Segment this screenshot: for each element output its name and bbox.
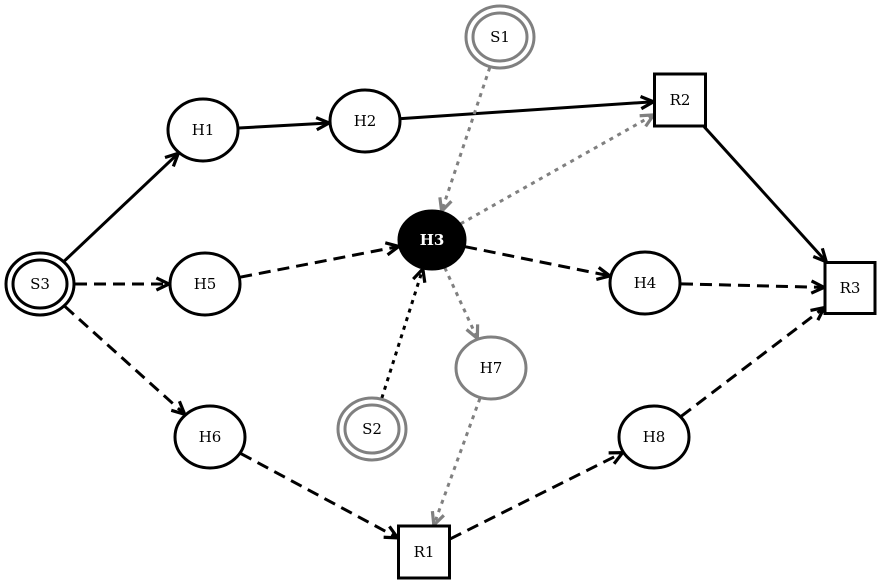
node-inner-ring — [471, 11, 529, 63]
edge-line — [63, 152, 180, 263]
node-h6[interactable]: H6 — [173, 404, 247, 470]
node-label: R1 — [414, 543, 435, 561]
node-label: S3 — [30, 275, 50, 293]
node-h2[interactable]: H2 — [328, 88, 402, 154]
arrowhead-icon — [170, 400, 188, 417]
node-ellipse — [166, 97, 240, 163]
edge-line — [703, 125, 828, 263]
edge-r2-r3 — [703, 125, 829, 265]
node-s2[interactable]: S2 — [336, 396, 408, 462]
node-box — [397, 524, 451, 580]
node-r1[interactable]: R1 — [397, 524, 451, 580]
edge-h3-h7 — [443, 267, 480, 342]
node-label: S2 — [362, 420, 382, 438]
arrowhead-icon — [430, 510, 445, 529]
node-inner-ring — [343, 403, 401, 455]
edge-s3-h5 — [75, 276, 173, 292]
node-ellipse — [328, 88, 402, 154]
node-label: S1 — [490, 28, 510, 46]
node-label: R3 — [840, 279, 861, 297]
node-label: H1 — [192, 121, 215, 139]
edge-s1-h3 — [438, 67, 492, 215]
arrowhead-icon — [438, 197, 453, 215]
node-label: R2 — [670, 91, 691, 109]
edge-line — [380, 268, 425, 399]
edge-s3-h6 — [63, 305, 188, 417]
edge-h3-r2 — [459, 113, 657, 226]
node-label: H5 — [194, 275, 217, 293]
node-label: H8 — [643, 428, 666, 446]
edge-h1-h2 — [238, 116, 333, 132]
edge-line — [443, 267, 479, 340]
node-label: H7 — [480, 359, 503, 377]
node-label: H3 — [420, 231, 445, 249]
node-h3[interactable]: H3 — [397, 209, 467, 271]
node-h8[interactable]: H8 — [617, 404, 691, 470]
edge-line — [240, 452, 399, 540]
node-ellipse — [168, 251, 242, 317]
node-box — [653, 72, 707, 128]
node-ellipse — [454, 335, 528, 401]
node-box — [823, 261, 877, 315]
edge-line — [459, 113, 655, 226]
edge-line — [239, 244, 400, 279]
edge-line — [63, 305, 186, 416]
edge-line — [238, 121, 330, 130]
node-h5[interactable]: H5 — [168, 251, 242, 317]
node-s1[interactable]: S1 — [464, 4, 536, 70]
edge-line — [464, 245, 611, 278]
edge-line — [432, 397, 482, 526]
edge-r1-h8 — [449, 451, 626, 541]
arrowhead-icon — [412, 265, 427, 283]
edge-h5-h3 — [239, 241, 403, 279]
node-label: H6 — [199, 428, 222, 446]
node-h1[interactable]: H1 — [166, 97, 240, 163]
edge-h7-r1 — [430, 397, 482, 529]
node-ellipse — [608, 250, 682, 316]
node-h7[interactable]: H7 — [454, 335, 528, 401]
node-r3[interactable]: R3 — [823, 261, 877, 315]
node-r2[interactable]: R2 — [653, 72, 707, 128]
node-label: H2 — [354, 112, 377, 130]
node-ellipse — [397, 209, 467, 271]
node-ellipse — [617, 404, 691, 470]
edge-line — [449, 451, 624, 541]
edge-h8-r3 — [680, 305, 828, 418]
edge-line — [440, 67, 492, 212]
edge-h6-r1 — [240, 452, 401, 540]
node-ellipse — [173, 404, 247, 470]
arrowhead-icon — [383, 525, 401, 540]
node-label: H4 — [634, 274, 657, 292]
edge-line — [680, 282, 825, 289]
edge-line — [680, 306, 826, 418]
edge-h4-r3 — [680, 279, 828, 295]
node-s3[interactable]: S3 — [4, 251, 76, 317]
edge-line — [400, 100, 654, 121]
edge-h2-r2 — [400, 95, 658, 121]
edge-s3-h1 — [63, 150, 182, 263]
edge-s2-h3 — [380, 265, 427, 399]
node-h4[interactable]: H4 — [608, 250, 682, 316]
edge-h3-h4 — [464, 245, 614, 281]
node-inner-ring — [11, 258, 69, 310]
